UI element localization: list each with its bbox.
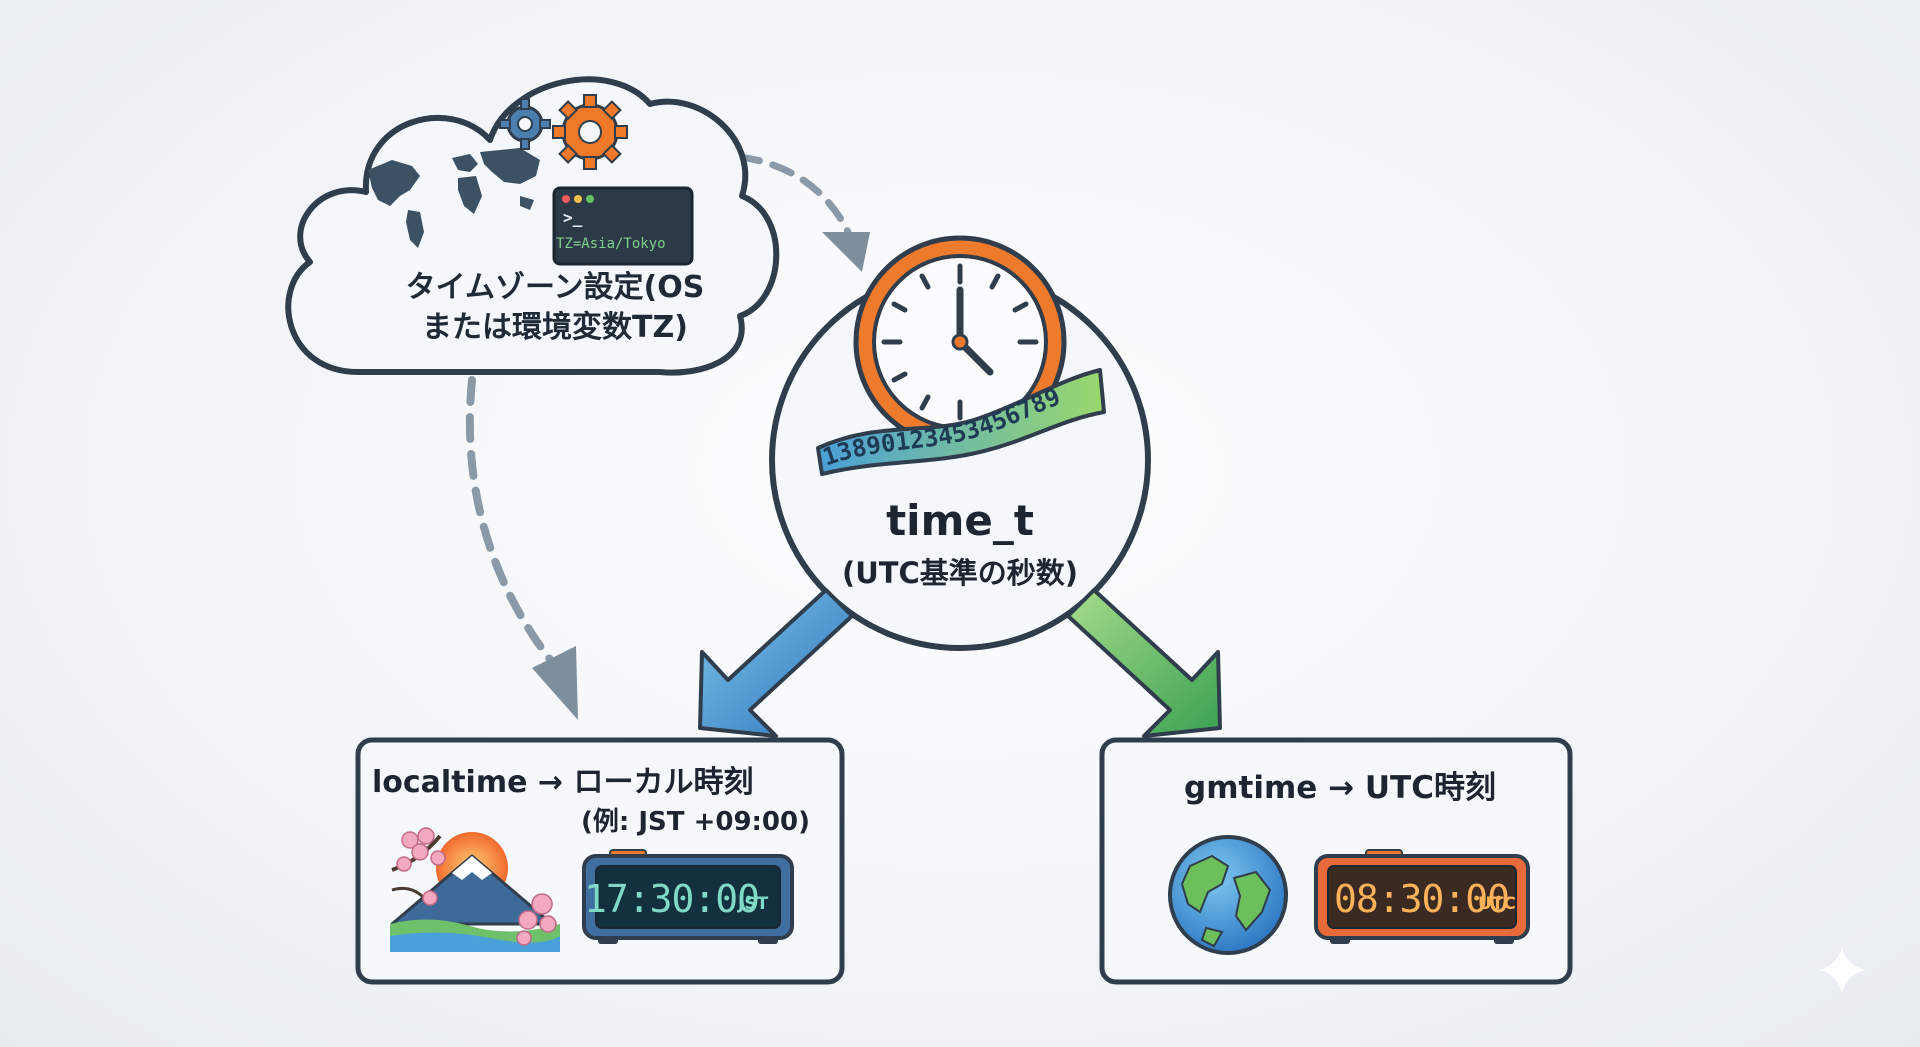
jst-clock-time: 17:30:00 — [584, 877, 760, 921]
sakura-icon — [391, 827, 557, 946]
globe-icon — [1168, 835, 1288, 955]
time-t-subtitle: (UTC基準の秒数) — [841, 556, 1079, 590]
green-arrow-to-gmtime — [1066, 588, 1222, 738]
time-t-title: time_t — [886, 496, 1034, 545]
utc-clock-time: 08:30:00 — [1334, 877, 1510, 921]
terminal-prompt: >_ — [563, 208, 583, 227]
localtime-title: localtime → ローカル時刻 — [372, 765, 754, 800]
cloud-title-line2: または環境変数TZ) — [422, 310, 688, 345]
jst-clock-zone: JST — [738, 894, 769, 914]
terminal-icon — [552, 186, 694, 266]
dashed-arrow-cloud-to-localtime — [465, 376, 578, 720]
blue-arrow-to-localtime — [698, 588, 854, 738]
clock-icon — [853, 235, 1067, 449]
digital-clock-utc-icon — [1314, 849, 1530, 944]
localtime-subtitle: (例: JST +09:00) — [581, 807, 810, 837]
mount-fuji-icon — [390, 832, 560, 952]
gear-icon — [499, 94, 628, 170]
utc-clock-zone: UTC — [1478, 894, 1516, 914]
gmtime-title: gmtime → UTC時刻 — [1184, 770, 1496, 806]
cloud-title: タイムゾーン設定(OS または環境変数TZ) — [330, 268, 780, 348]
timezone-cloud — [285, 76, 780, 376]
terminal-tz-text: TZ=Asia/Tokyo — [556, 236, 666, 252]
cloud-title-line1: タイムゾーン設定(OS — [405, 270, 705, 305]
sparkle-icon — [1818, 946, 1866, 994]
world-map-icon — [368, 148, 540, 248]
digital-clock-icon — [582, 849, 794, 944]
